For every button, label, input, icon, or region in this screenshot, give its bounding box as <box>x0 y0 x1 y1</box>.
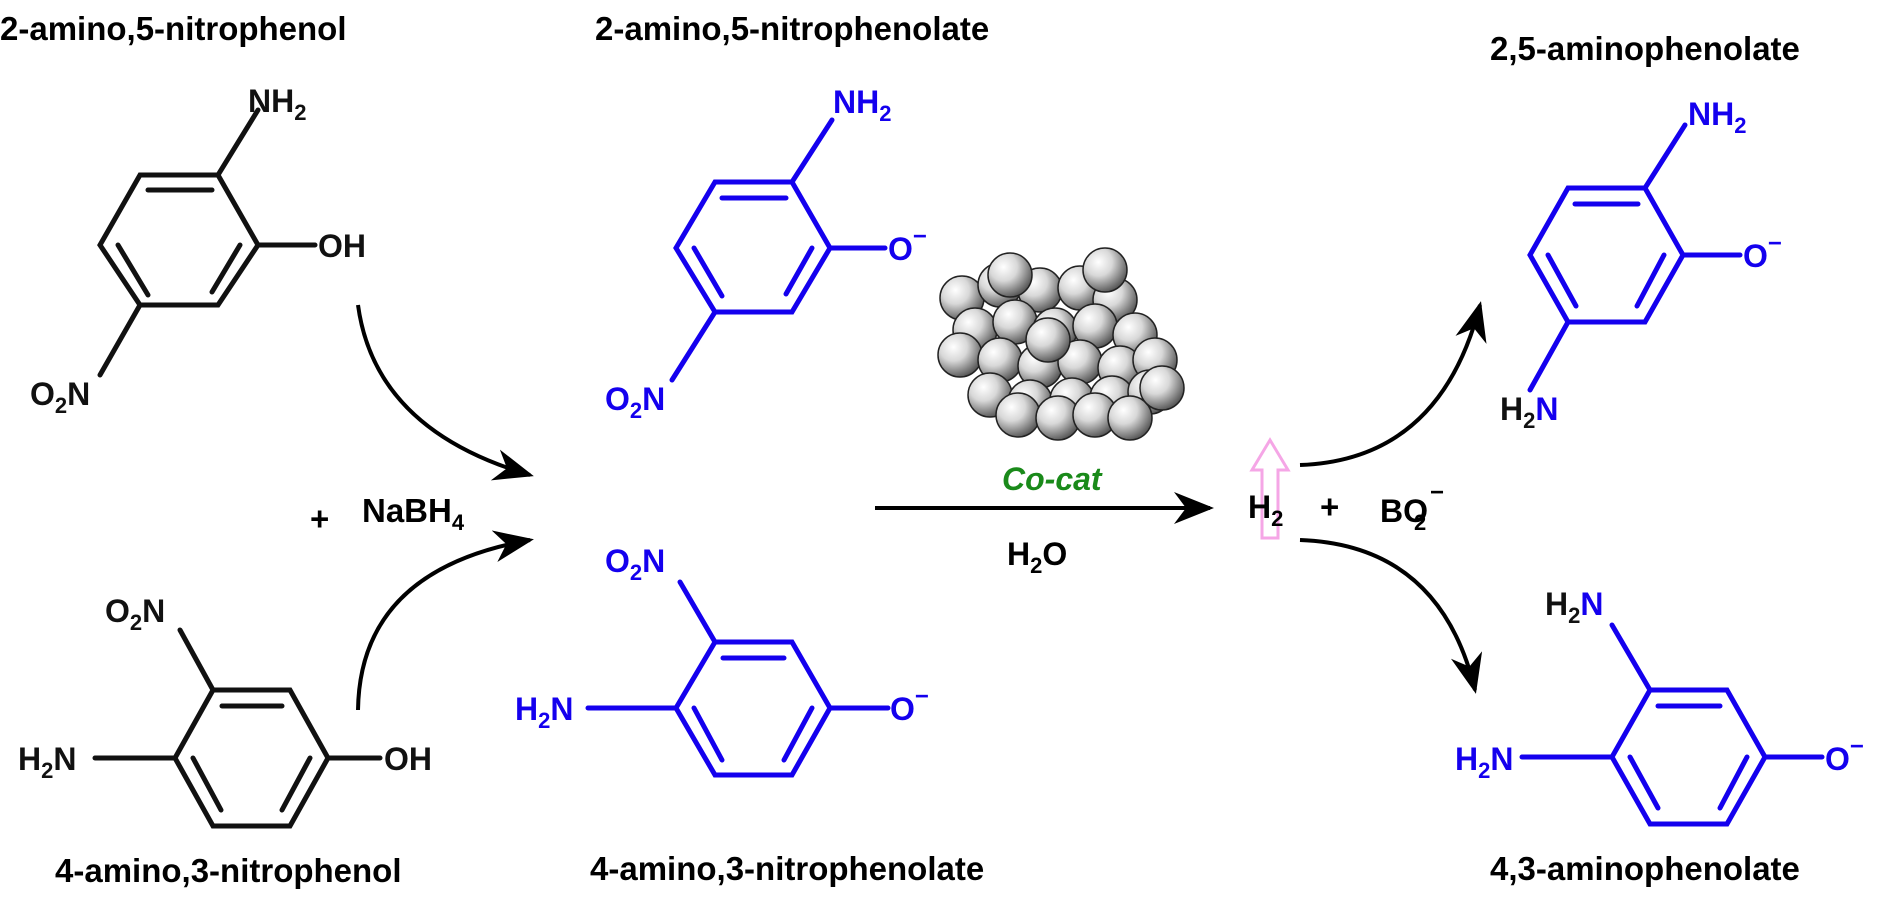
o-minus-group: O− <box>888 223 927 267</box>
compound-4-amino-3-nitrophenolate: O2N H2N O− 4-amino,3-nitrophenolate <box>515 543 984 887</box>
no2-group: O2N <box>605 543 665 585</box>
h2n-group-top: H2N <box>1545 586 1603 628</box>
o-minus-group: O− <box>1825 733 1864 777</box>
arrow-to-product2 <box>1299 538 1483 694</box>
main-reaction-arrow: Co-cat H2O <box>875 461 1214 578</box>
no2-group: O2N <box>605 381 665 423</box>
benzene-ring <box>1519 622 1825 827</box>
o-minus-group: O− <box>1743 230 1782 274</box>
nh2-group: NH2 <box>248 83 306 125</box>
compound-2-5-aminophenolate: 2,5-aminophenolate NH2 O− H2N <box>1490 30 1800 433</box>
oh-group: OH <box>384 741 432 777</box>
label-4-amino-3-nitrophenolate: 4-amino,3-nitrophenolate <box>590 850 984 887</box>
arrow-from-compound2 <box>356 530 534 711</box>
benzene-ring <box>585 579 891 778</box>
h2n-group: H2N <box>18 741 76 783</box>
products-byproducts: H2 + BO2 − <box>1248 437 1444 540</box>
label-4-3-aminophenolate: 4,3-aminophenolate <box>1490 850 1800 887</box>
arrow-from-compound1 <box>356 304 534 481</box>
nh2-group: NH2 <box>833 84 891 126</box>
catalyst-label: Co-cat <box>1002 461 1103 497</box>
label-2-amino-5-nitrophenolate: 2-amino,5-nitrophenolate <box>595 10 989 47</box>
plus-sign: + <box>1320 488 1339 525</box>
h2-evolution-arrow-icon <box>1249 437 1291 540</box>
compound-2-amino-5-nitrophenol: 2-amino,5-nitrophenol NH2 OH O2N <box>0 10 366 418</box>
benzene-ring <box>669 117 888 383</box>
nabh4-label: NaBH4 <box>362 492 465 535</box>
h2-label: H2 <box>1248 489 1283 531</box>
o-minus-group: O− <box>890 683 929 727</box>
reagent: + NaBH4 <box>310 492 465 537</box>
h2n-group: H2N <box>1500 391 1558 433</box>
oh-group: OH <box>318 228 366 264</box>
benzene-ring <box>92 627 383 829</box>
solvent-label: H2O <box>1007 536 1067 578</box>
no2-group: O2N <box>30 376 90 418</box>
compound-2-amino-5-nitrophenolate: 2-amino,5-nitrophenolate NH2 O− O2N <box>595 10 989 423</box>
label-2-5-aminophenolate: 2,5-aminophenolate <box>1490 30 1800 67</box>
plus-sign: + <box>310 500 329 537</box>
label-4-amino-3-nitrophenol: 4-amino,3-nitrophenol <box>55 852 402 889</box>
benzene-ring <box>1527 122 1743 393</box>
compound-4-3-aminophenolate: H2N H2N O− 4,3-aminophenolate <box>1455 586 1864 887</box>
cobalt-nanoparticle-cluster-icon <box>937 247 1185 441</box>
bo2-label: BO2 <box>1380 493 1428 535</box>
bo2-charge: − <box>1430 479 1444 506</box>
arrow-to-product1 <box>1299 301 1487 467</box>
h2n-group: H2N <box>515 691 573 733</box>
label-2-amino-5-nitrophenol: 2-amino,5-nitrophenol <box>0 10 347 47</box>
h2n-group: H2N <box>1455 741 1513 783</box>
no2-group: O2N <box>105 593 165 635</box>
compound-4-amino-3-nitrophenol: O2N H2N OH 4-amino,3-nitrophenol <box>18 593 432 889</box>
benzene-ring <box>97 107 318 378</box>
nh2-group: NH2 <box>1688 96 1746 138</box>
